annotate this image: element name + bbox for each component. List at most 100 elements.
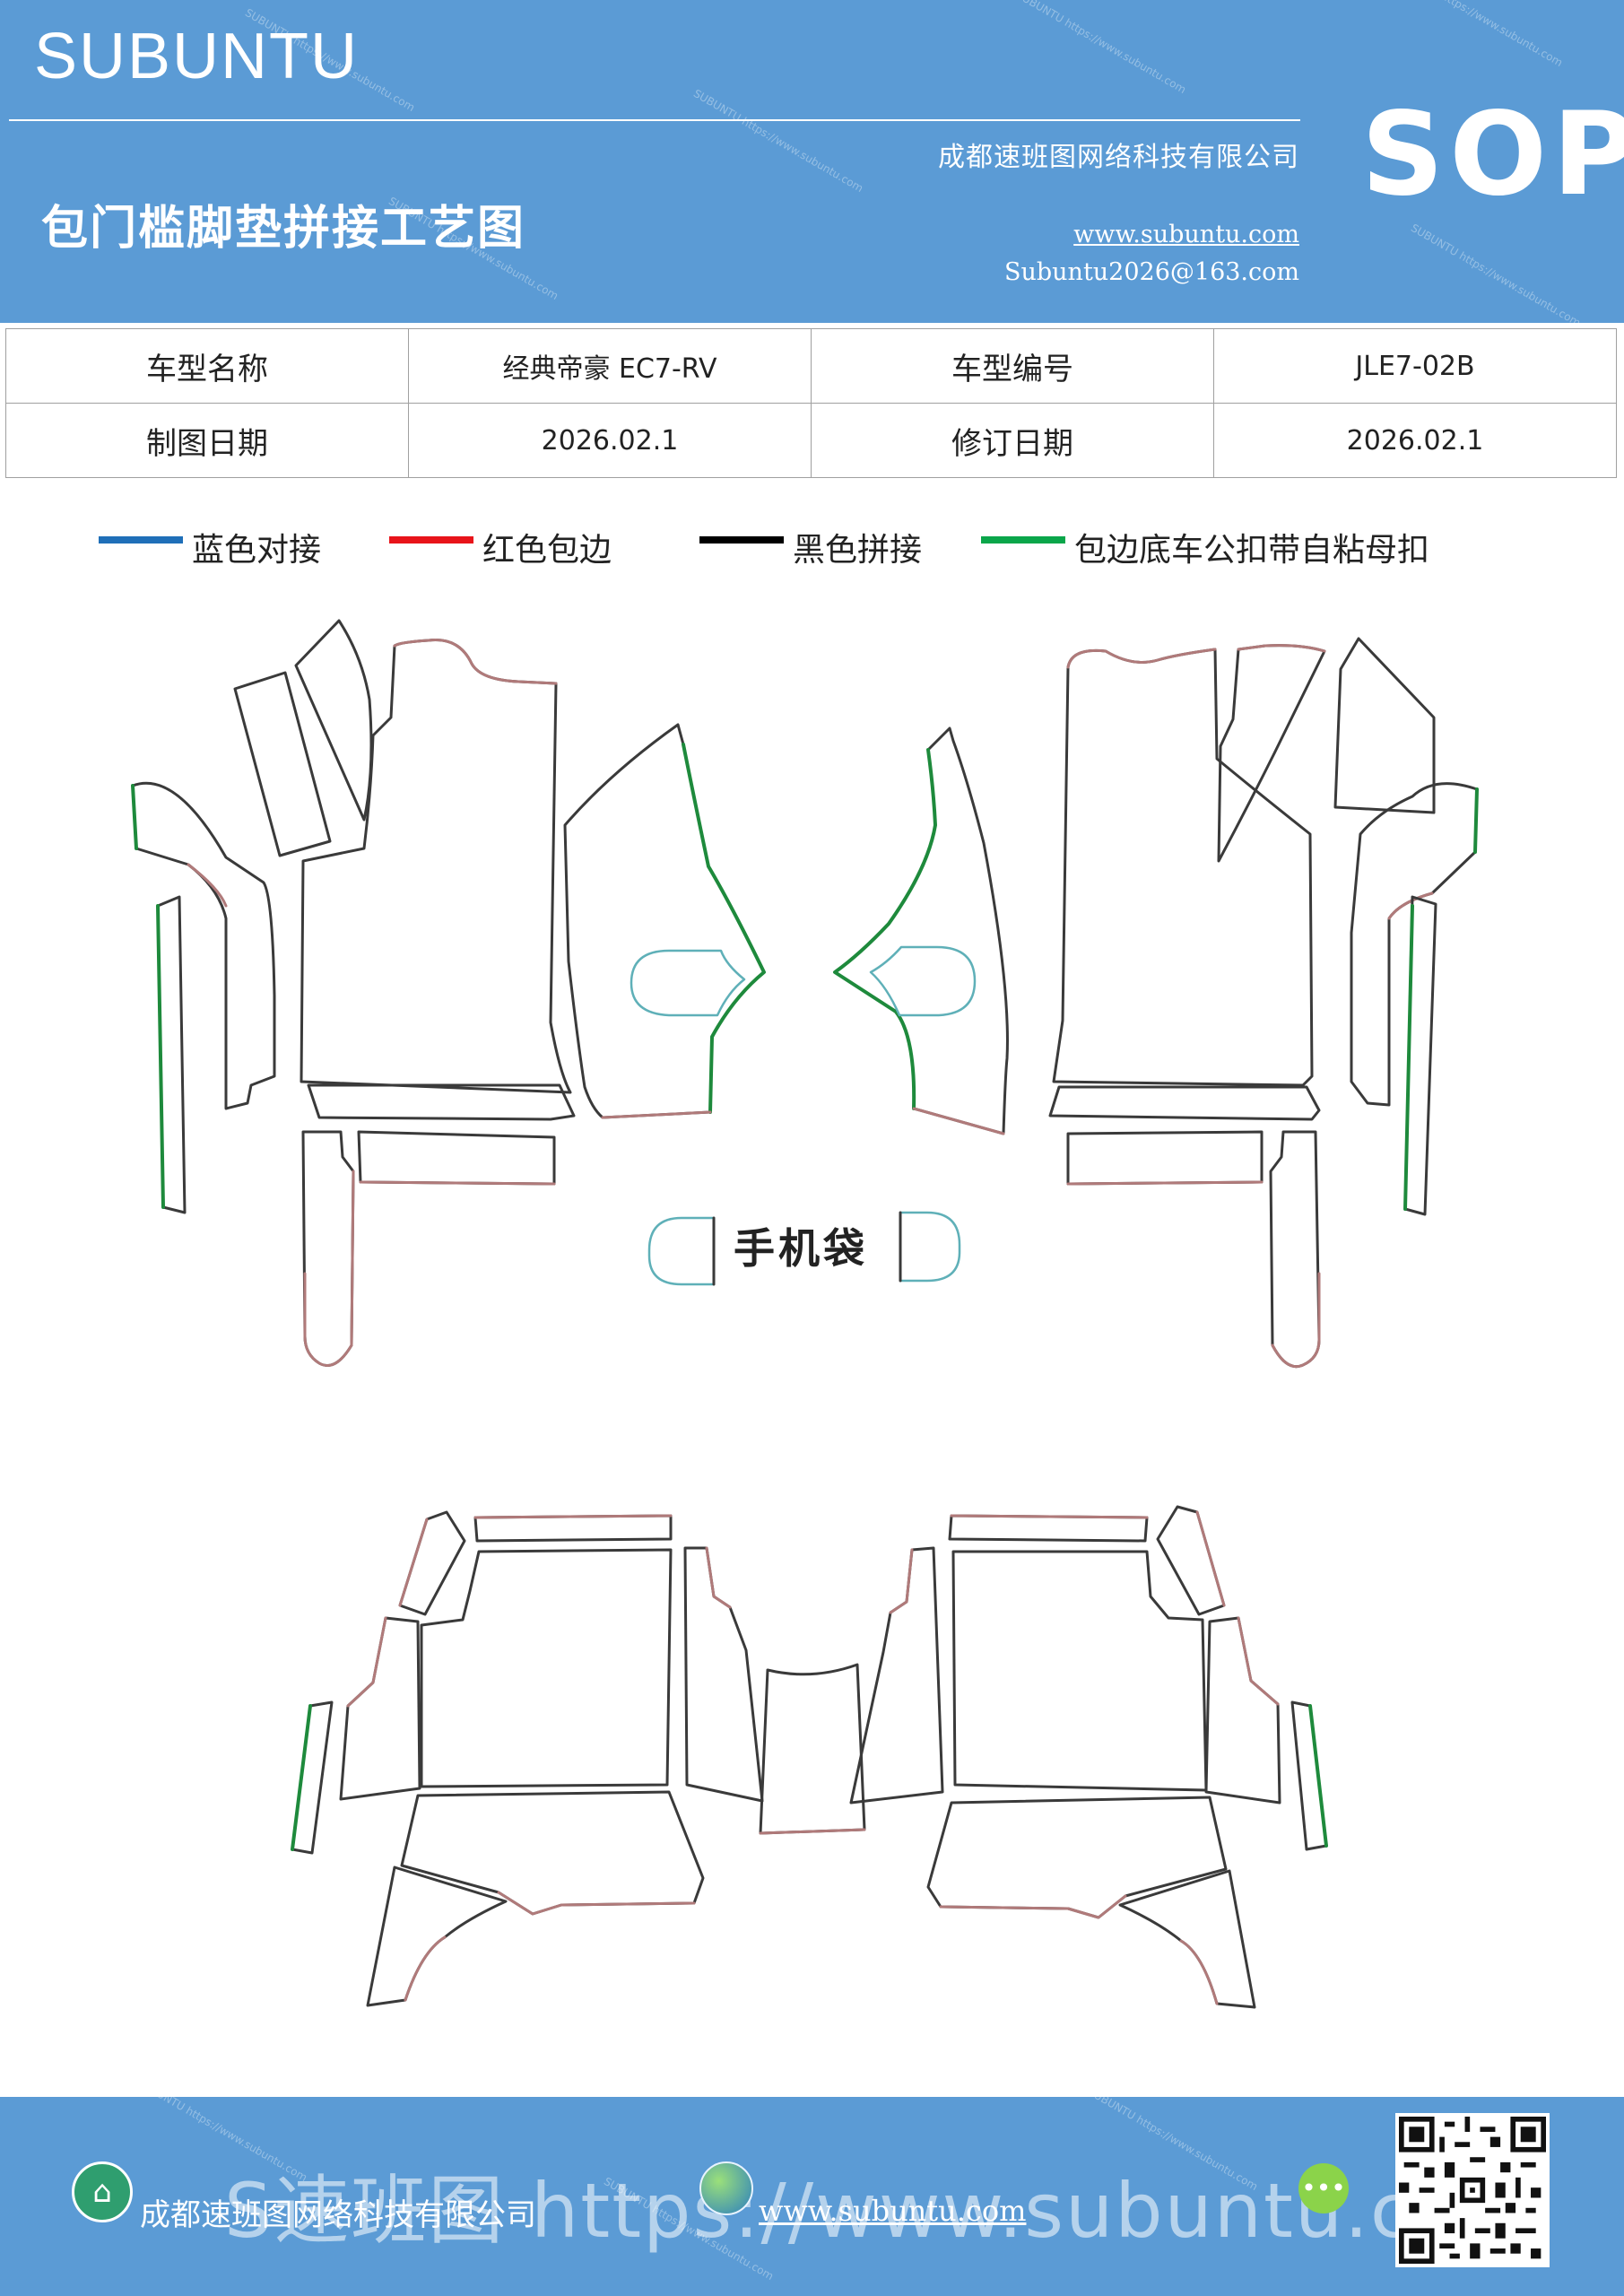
mat-piece [233,671,332,857]
mat-edge [473,1514,673,1519]
phone-pocket-right [899,1211,961,1283]
legend-swatch [981,536,1065,544]
legend-label: 黑色拼接 [793,532,923,569]
mat-piece [357,1130,556,1186]
mat-edge [759,1828,866,1835]
mat-edge [939,1894,1127,1919]
mat-piece [683,1546,764,1803]
mat-piece [294,619,373,822]
footer-company-name: 成都速班图网络科技有限公司 [140,2197,536,2233]
mat-piece [926,1796,1228,1919]
mat-edge [1066,648,1217,669]
document-title: 包门槛脚垫拼接工艺图 [41,202,526,256]
mat-edge [705,1546,732,1609]
mat-piece [833,726,1009,1135]
header-divider [9,119,1300,121]
watermark: SUBUNTU https://www.subuntu.com [1390,0,1565,70]
header-banner: SUBUNTU https://www.subuntu.com SUBUNTU … [0,0,1624,323]
mat-edge [1387,891,1434,920]
rear-mat-group [291,1510,866,2007]
footer-banner: SUBUNTU https://www.subuntu.com SUBUNTU … [0,2097,1624,2296]
legend-swatch [389,536,473,544]
revise-date-value: 2026.02.1 [1213,403,1617,478]
mat-piece [131,781,276,1110]
mat-piece [1066,1130,1264,1186]
fastener-edge [1403,904,1414,1211]
legend-label: 蓝色对接 [192,532,322,569]
model-name-value: 经典帝豪 EC7-RV [408,328,812,404]
phone-pocket-left [647,1216,716,1286]
footer-website-link[interactable]: www.subuntu.com [759,2194,1027,2228]
revise-date-label: 修订日期 [811,403,1214,478]
fastener-edge [291,1704,312,1851]
wechat-icon: ••• [1298,2163,1349,2213]
model-name-text: 经典帝豪 EC7-RV [502,353,717,385]
mat-edge [1195,1510,1226,1607]
mat-edge [1271,1272,1321,1369]
table-row: 车型名称 经典帝豪 EC7-RV 车型编号 JLE7-02B [5,328,1617,404]
front-right-mat-group [833,637,1479,1369]
mat-piece [948,1514,1149,1543]
legend-swatch [699,536,784,544]
mat-piece [869,945,977,1017]
mat-edge [601,1110,712,1119]
tunnel-piece [759,1663,866,1835]
fastener-edge [833,748,937,1110]
floor-mat-diagram [131,619,1479,2009]
watermark: SUBUNTU https://www.subuntu.com [690,86,865,196]
mat-piece [291,1700,334,1855]
mat-piece [951,1550,1208,1792]
mat-edge [346,1616,387,1708]
fastener-edge [131,784,138,850]
vehicle-info-table: 车型名称 经典帝豪 EC7-RV 车型编号 JLE7-02B 制图日期 2026… [5,328,1617,478]
mat-edge [497,1891,696,1916]
mat-piece [473,1514,673,1543]
mat-piece [1048,1085,1321,1121]
fastener-edge [1473,787,1479,854]
mat-edge [303,1170,355,1367]
draw-date-label: 制图日期 [5,403,409,478]
model-code-value: JLE7-02B [1213,328,1617,404]
legend-label: 红色包边 [482,532,612,569]
mat-piece [630,949,746,1017]
mat-piece [1290,1700,1328,1851]
fastener-edge [1308,1704,1328,1848]
draw-date-value: 2026.02.1 [408,403,812,478]
model-name-label: 车型名称 [5,328,409,404]
legend-label: 包边底车公扣带自粘母扣 [1074,532,1430,569]
globe-icon [699,2161,753,2215]
watermark: SUBUNTU https://www.subuntu.com [1013,0,1188,97]
model-code-label: 车型编号 [811,328,1214,404]
email-address: Subuntu2026@163.com [1004,258,1299,286]
mat-piece [563,723,766,1119]
fastener-edge [682,743,766,1114]
company-name: 成都速班图网络科技有限公司 [938,142,1299,173]
brand-logo-text: SUBUNTU [34,21,360,92]
legend-swatch [99,536,183,544]
mat-piece [849,1546,944,1805]
mat-edge [359,1180,556,1186]
front-left-mat-group [131,619,766,1367]
mat-piece [1217,644,1326,863]
mat-edge [912,1107,1005,1135]
mat-piece [300,639,572,1094]
sop-mark: SOP [1361,88,1624,222]
mat-piece [400,1790,705,1916]
mat-piece [1269,1130,1321,1369]
watermark: SUBUNTU https://www.subuntu.com [1408,221,1583,323]
mat-edge [398,1518,429,1607]
color-legend: 蓝色对接 红色包边 黑色拼接 包边底车公扣带自粘母扣 [0,524,1624,578]
rear-right-mat-group [849,1505,1328,2009]
phone-pocket-label: 手机袋 [734,1224,868,1273]
website-link[interactable]: www.subuntu.com [1073,221,1299,248]
mat-edge [404,1935,447,2002]
building-icon: ⌂ [72,2161,133,2222]
mat-piece [301,1130,355,1367]
mat-edge [1179,1939,1219,2005]
mat-edge [1237,1616,1280,1706]
mat-edge [1237,644,1326,653]
mat-piece [1052,648,1314,1087]
mat-edge [393,639,558,685]
mat-piece [1156,1505,1226,1616]
mat-edge [889,1548,914,1614]
